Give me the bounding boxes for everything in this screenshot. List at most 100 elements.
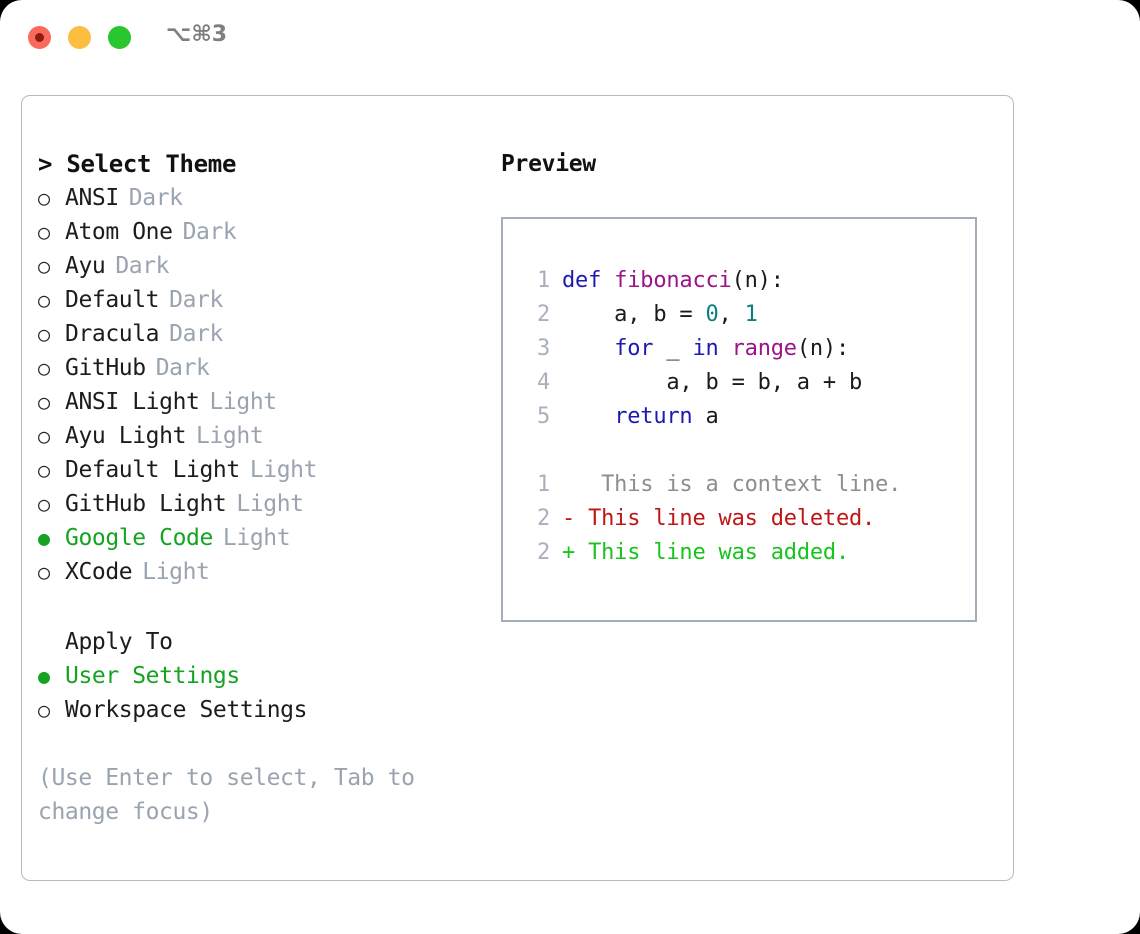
code-token-plain: a, b = (562, 302, 706, 327)
line-number: 2 (536, 302, 550, 327)
radio-marker-icon: ○ (38, 322, 50, 346)
code-token-plain: _ (653, 336, 693, 361)
theme-option-ansi-light[interactable]: ○ ANSI Light Light (38, 385, 488, 419)
theme-option-ansi-dark[interactable]: ○ ANSI Dark (38, 181, 488, 215)
theme-variant-badge: Dark (128, 185, 183, 211)
theme-variant-badge: Light (142, 559, 210, 585)
diff-text: This line was added. (575, 540, 849, 565)
apply-to-title: Apply To (65, 629, 173, 655)
theme-variant-badge: Light (196, 423, 264, 449)
theme-picker-title: > Select Theme (38, 147, 488, 181)
diff-row-deleted: 2- This line was deleted. (520, 502, 969, 536)
radio-marker-icon: ○ (38, 424, 50, 448)
diff-sign (562, 468, 575, 502)
code-token-function: range (731, 336, 797, 361)
theme-name: Default Light (65, 457, 240, 483)
diff-row-context: 1 This is a context line. (520, 468, 969, 502)
theme-name: ANSI Light (65, 389, 200, 415)
traffic-light-group (28, 26, 131, 49)
radio-marker-icon: ○ (38, 698, 50, 722)
radio-marker-icon: ○ (38, 288, 50, 312)
keyboard-shortcut-label: ⌥⌘3 (166, 22, 228, 47)
line-number: 1 (536, 472, 550, 497)
code-token-keyword: def (562, 268, 615, 293)
theme-option-github-light[interactable]: ○ GitHub Light Light (38, 487, 488, 521)
theme-option-default-light[interactable]: ○ Default Light Light (38, 453, 488, 487)
line-number: 2 (536, 540, 550, 565)
code-token-plain: a (692, 404, 719, 429)
diff-text: This is a context line. (575, 472, 902, 497)
theme-variant-badge: Light (236, 491, 304, 517)
title-bar: ⌥⌘3 (0, 0, 1140, 76)
code-token-plain: (n): (731, 268, 784, 293)
line-number: 5 (536, 404, 550, 429)
code-token-plain (562, 400, 614, 434)
theme-option-ayu-light[interactable]: ○ Ayu Light Light (38, 419, 488, 453)
radio-marker-icon: ○ (38, 186, 50, 210)
prompt-caret-icon: > (38, 150, 53, 178)
radio-marker-icon: ○ (38, 254, 50, 278)
theme-option-ayu-dark[interactable]: ○ Ayu Dark (38, 249, 488, 283)
keyboard-hint-text: (Use Enter to select, Tab to change focu… (38, 765, 415, 825)
diff-sign: - (562, 506, 576, 531)
apply-to-option-label: User Settings (65, 663, 240, 689)
apply-to-section: Apply To ● User Settings ○ Workspace Setti… (38, 625, 488, 727)
close-button[interactable] (28, 26, 51, 49)
theme-name: Ayu Light (65, 423, 187, 449)
preview-title: Preview (501, 151, 596, 177)
theme-name: Google Code (65, 525, 213, 551)
theme-name: GitHub Light (65, 491, 227, 517)
radio-marker-icon: ● (38, 526, 50, 550)
maximize-button[interactable] (108, 26, 131, 49)
code-token-keyword: in (692, 336, 719, 361)
code-row: 4 a, b = b, a + b (520, 366, 969, 400)
code-token-keyword: return (614, 404, 693, 429)
radio-marker-icon: ○ (38, 560, 50, 584)
code-token-keyword: for (614, 336, 654, 361)
theme-option-google-code-light[interactable]: ● Google Code Light (38, 521, 488, 555)
code-token-plain: a, b = b, a + b (562, 370, 863, 395)
radio-marker-icon: ○ (38, 390, 50, 414)
apply-to-option-label: Workspace Settings (65, 697, 308, 723)
apply-to-option-user-settings[interactable]: ● User Settings (38, 659, 488, 693)
theme-variant-badge: Dark (169, 321, 223, 347)
theme-name: ANSI (65, 185, 119, 211)
theme-name: Atom One (65, 219, 173, 245)
diff-sign: + (562, 540, 576, 565)
code-token-plain: , (718, 302, 745, 327)
code-token-plain (719, 332, 732, 366)
minimize-button[interactable] (68, 26, 91, 49)
theme-variant-badge: Light (222, 525, 291, 551)
theme-variant-badge: Light (249, 457, 318, 483)
code-token-number: 1 (744, 302, 758, 327)
code-token-plain: (n): (796, 336, 850, 361)
theme-name: Default (65, 287, 160, 313)
radio-marker-icon: ○ (38, 492, 50, 516)
code-diff-spacer (520, 434, 969, 468)
theme-variant-badge: Dark (155, 355, 210, 381)
code-token-number: 0 (705, 302, 719, 327)
apply-to-option-workspace-settings[interactable]: ○ Workspace Settings (38, 693, 488, 727)
code-token-plain (562, 332, 614, 366)
theme-name: GitHub (65, 355, 146, 381)
diff-text: This line was deleted. (575, 506, 876, 531)
diff-row-added: 2 + This line was added. (520, 536, 969, 570)
theme-name: Ayu (65, 253, 106, 279)
line-number: 1 (536, 268, 550, 293)
line-number: 2 (536, 506, 550, 531)
theme-variant-badge: Dark (115, 253, 170, 279)
radio-marker-icon: ● (38, 664, 50, 688)
radio-marker-icon: ○ (38, 458, 50, 482)
theme-variant-badge: Light (209, 389, 277, 415)
